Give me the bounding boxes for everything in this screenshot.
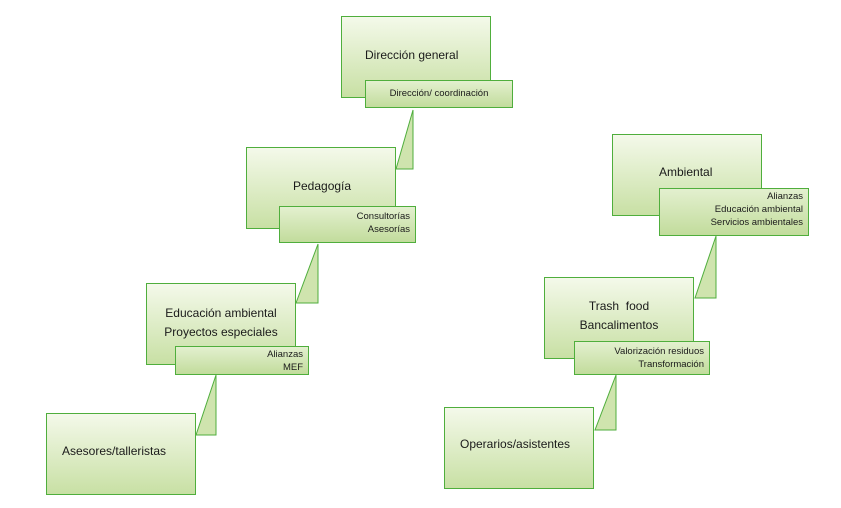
node-title-line-1: Educación ambiental <box>165 306 277 320</box>
node-title-line-2: Proyectos especiales <box>164 325 278 339</box>
detail-line: Servicios ambientales <box>710 217 803 228</box>
node-ambiental-details: Alianzas Educación ambiental Servicios a… <box>659 188 809 236</box>
node-title-line-1: Trash food <box>588 299 650 313</box>
node-educacion-ambiental-details: Alianzas MEF <box>175 346 309 375</box>
node-pedagogia-details: Consultorías Asesorías <box>279 206 416 243</box>
connector-pedagogia-educacion <box>295 243 319 304</box>
connector-ambiental-trash <box>694 235 717 299</box>
node-title: Ambiental <box>659 165 713 179</box>
node-direccion-general-details: Dirección/ coordinación <box>365 80 513 108</box>
connector-trash-operarios <box>594 374 617 431</box>
node-title-line-2: Bancalimentos <box>579 318 659 332</box>
connector-educacion-asesores <box>195 374 217 436</box>
node-title: Asesores/talleristas <box>62 444 167 458</box>
detail-line: Dirección/ coordinación <box>389 88 489 99</box>
detail-line: Consultorías <box>356 211 410 222</box>
detail-line: Educación ambiental <box>714 204 803 215</box>
detail-line: Alianzas <box>267 349 303 360</box>
detail-line: Alianzas <box>767 191 803 202</box>
node-title: Pedagogía <box>293 179 352 193</box>
detail-line: Valorización residuos <box>614 346 704 357</box>
node-trash-food-details: Valorización residuos Transformación <box>574 341 710 375</box>
detail-line: Asesorías <box>367 224 410 235</box>
node-title: Operarios/asistentes <box>460 437 571 451</box>
detail-line: MEF <box>282 362 303 373</box>
detail-line: Transformación <box>638 359 704 370</box>
node-operarios-asistentes: Operarios/asistentes <box>444 407 594 489</box>
connector-general-pedagogia <box>395 109 414 170</box>
node-title: Dirección general <box>365 48 459 62</box>
node-asesores-talleristas: Asesores/talleristas <box>46 413 196 495</box>
